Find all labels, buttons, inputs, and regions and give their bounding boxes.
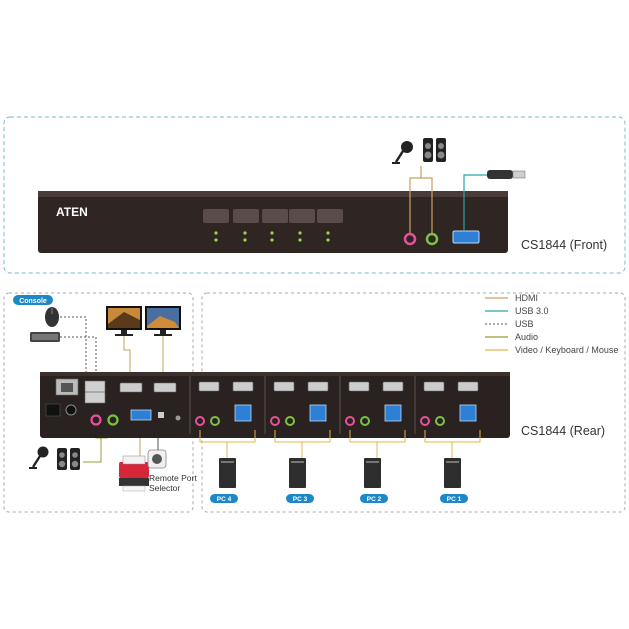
rear-console-hdmi-1: [119, 382, 143, 393]
pc2-computer-icon: [364, 458, 381, 488]
pc3-badge-label: PC 3: [293, 496, 308, 503]
console-badge: [13, 295, 53, 305]
front-device-label: CS1844 (Front): [521, 238, 607, 252]
speakers-icon: [423, 138, 446, 162]
pc4-computer-icon: [219, 458, 236, 488]
port-button-4[interactable]: [289, 209, 315, 223]
port-button-1[interactable]: [203, 209, 229, 223]
front-cables: [409, 166, 487, 233]
legend-usb: USB: [515, 319, 534, 329]
monitor-1-icon: [106, 306, 142, 336]
pc1-port-block: [420, 381, 479, 426]
rear-speakers-icon: [57, 448, 80, 470]
pc3-computer-icon: [289, 458, 306, 488]
printer-icon: [119, 455, 149, 492]
rear-console-usb3: [130, 409, 152, 421]
rear-device-label: CS1844 (Rear): [521, 424, 605, 438]
legend-vkm: Video / Keyboard / Mouse: [515, 345, 618, 355]
front-mic-jack: [403, 232, 417, 246]
rear-remote-port: [158, 412, 164, 418]
front-section-frame: [3, 116, 626, 274]
port-button-2[interactable]: [233, 209, 259, 223]
remote-port-label-line1: Remote Port: [149, 473, 197, 483]
remote-port-label-line2: Selector: [149, 483, 180, 493]
pc1-badge-label: PC 1: [447, 496, 462, 503]
usb-flash-drive-icon: [487, 170, 526, 179]
pc-section-frame: [201, 292, 626, 513]
pc2-badge-label: PC 2: [367, 496, 382, 503]
monitor-2-icon: [145, 306, 181, 336]
pc4-port-block: [195, 381, 254, 426]
front-usb3-port: [452, 230, 480, 244]
console-section-frame: [3, 292, 194, 513]
remote-port-selector-icon: [147, 449, 167, 469]
rear-console-hdmi-2: [153, 382, 177, 393]
console-badge-label: Console: [19, 298, 47, 305]
pc2-badge: [360, 494, 388, 503]
pc3-port-block: [270, 381, 329, 426]
port-buttons: [203, 209, 343, 223]
microphone-icon: [392, 141, 413, 164]
port-button-3[interactable]: [262, 209, 288, 223]
pc1-computer-icon: [444, 458, 461, 488]
port-button-5[interactable]: [317, 209, 343, 223]
keyboard-icon: [30, 332, 60, 342]
aten-logo: ATEN: [56, 205, 88, 219]
rear-console-spk-jack: [107, 414, 119, 426]
pc4-badge: [210, 494, 238, 503]
rear-microphone-icon: [29, 446, 49, 469]
pc1-badge: [440, 494, 468, 503]
legend-usb3: USB 3.0: [515, 306, 549, 316]
rear-power-jack: [45, 403, 61, 417]
rear-panel-device: [40, 372, 510, 438]
pc2-port-block: [345, 381, 404, 426]
front-panel-device: ATEN: [38, 191, 508, 253]
cable-legend: HDMI USB 3.0 USB Audio Video / Keyboard …: [485, 293, 618, 355]
pc4-badge-label: PC 4: [217, 496, 232, 503]
front-speaker-jack: [425, 232, 439, 246]
legend-hdmi: HDMI: [515, 293, 538, 303]
port-leds: [214, 231, 330, 242]
rear-console-mic-jack: [90, 414, 102, 426]
pc3-badge: [286, 494, 314, 503]
legend-audio: Audio: [515, 332, 538, 342]
mouse-icon: [45, 307, 59, 327]
pc-cables: [199, 430, 481, 460]
